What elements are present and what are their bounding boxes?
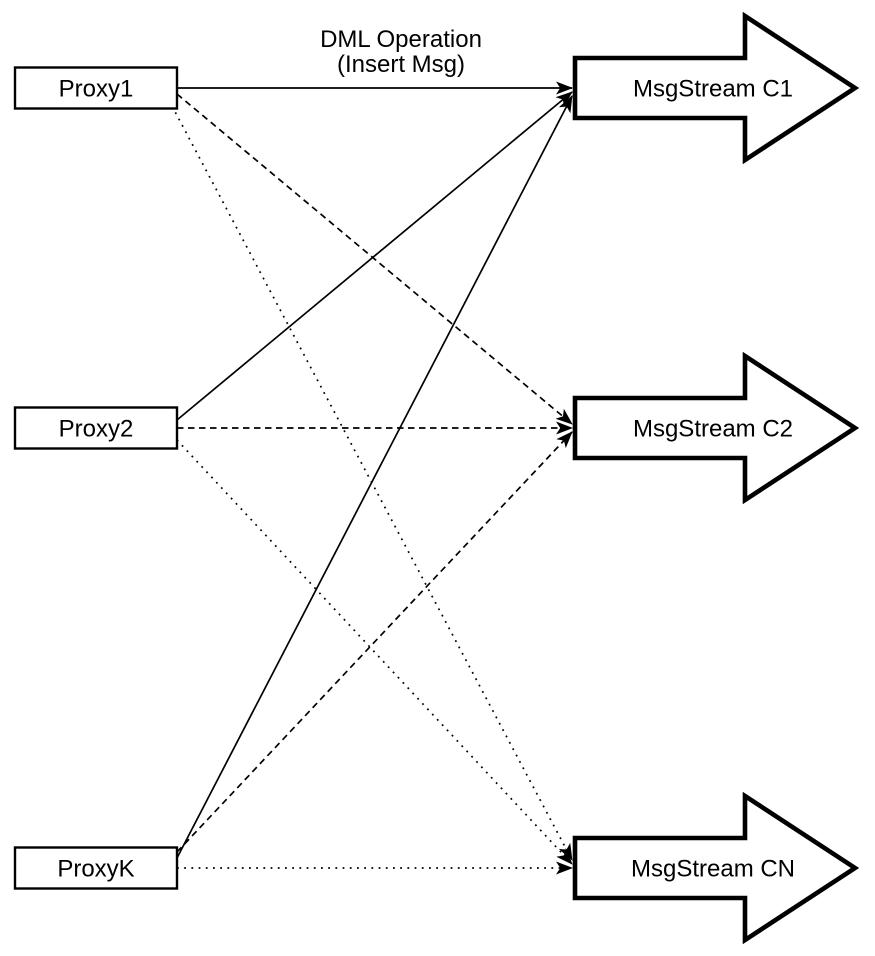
edge-label-line2: (Insert Msg) bbox=[337, 51, 465, 78]
node-proxy2: Proxy2 bbox=[13, 406, 179, 450]
proxy1-box bbox=[13, 66, 179, 110]
node-proxyk: ProxyK bbox=[13, 846, 179, 890]
node-msgstream-cn: MsgStream CN bbox=[572, 791, 860, 945]
edge-layer bbox=[171, 81, 573, 875]
proxy1-label: Proxy1 bbox=[59, 76, 134, 103]
edge-proxyk-msgstream-c2 bbox=[176, 431, 573, 853]
edge-proxy2-msgstream-c1 bbox=[176, 91, 573, 421]
proxyk-label: ProxyK bbox=[57, 856, 134, 883]
proxy2-label: Proxy2 bbox=[59, 416, 134, 443]
msgstream-cn-label: MsgStream CN bbox=[631, 856, 795, 883]
edge-proxy2-msgstream-cn bbox=[176, 439, 573, 865]
edge-proxy1-msgstream-c2 bbox=[176, 93, 573, 425]
proxy2-box bbox=[13, 406, 179, 450]
edge-label-line1: DML Operation bbox=[320, 26, 482, 53]
msgstream-cn-arrow-shape bbox=[572, 791, 860, 945]
node-proxy1: Proxy1 bbox=[13, 66, 179, 110]
msgstream-c2-arrow-shape bbox=[572, 351, 860, 505]
node-msgstream-c1: MsgStream C1 bbox=[572, 11, 860, 165]
edge-proxyk-msgstream-c1 bbox=[176, 95, 573, 859]
msgstream-c2-label: MsgStream C2 bbox=[633, 416, 793, 443]
msgstream-c1-label: MsgStream C1 bbox=[633, 76, 793, 103]
edge-label: DML Operation (Insert Msg) bbox=[320, 26, 482, 78]
msgstream-c1-arrow-shape bbox=[572, 11, 860, 165]
proxyk-box bbox=[13, 846, 179, 890]
node-msgstream-c2: MsgStream C2 bbox=[572, 351, 860, 505]
